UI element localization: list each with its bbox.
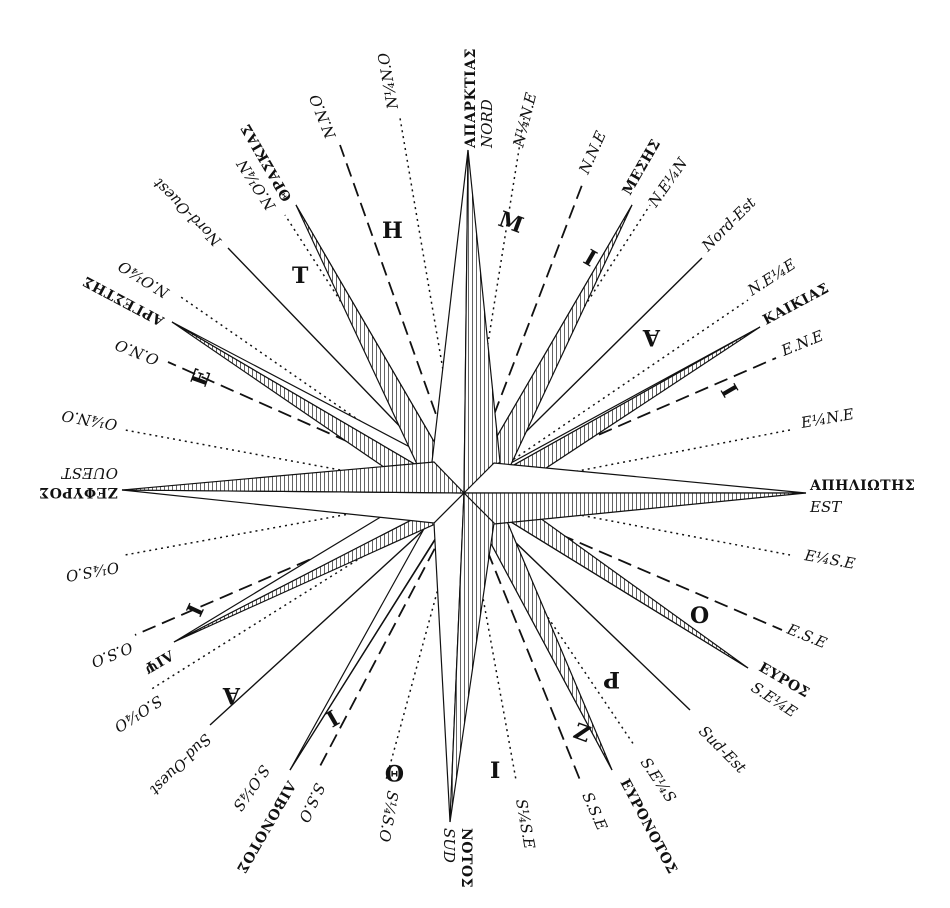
label-sso: S.S.O [295,780,329,825]
label-nne: N.N.E [575,128,610,177]
label-sud-ouest: Sud-Ouest [146,730,215,799]
letter-M: M [495,206,527,239]
label-west: OUEST [61,464,118,482]
label-n-quarter-ne: N¼N.E [509,91,540,150]
label-nord-est: Nord-Est [697,193,760,256]
label-o-quarter-so: O¼S.O [64,558,120,585]
label-e-quarter-ne: E¼N.E [799,405,856,432]
label-s-quarter-se: S¼S.E [512,798,538,851]
ray-no-quarter-o [177,294,465,494]
label-north: NORD [478,99,496,149]
label-ono: O.N.O [113,335,162,369]
letter-A-sw: A [222,682,241,708]
label-so-quarter-o: S.O¼O [111,692,166,736]
label-sse: S.S.E [578,789,611,833]
letter-T: T [292,263,309,289]
letter-I-sw: I [182,600,210,620]
label-east-greek: ΑΠΗΛΙΩΤΗΣ [809,478,915,494]
letter-O: O [690,603,709,629]
ray-nno [339,144,465,494]
label-ne-quarter-e: N.E¼E [744,255,799,300]
label-lips: ΛΙΨ [141,646,177,676]
letter-A-ne: A [642,324,661,350]
letter-E: E [186,365,216,390]
label-oso: O.S.O [89,638,136,671]
label-n-quarter-no: N¼N.O [374,51,402,111]
ray-ese [463,492,783,631]
label-s-quarter-so: S¼S.O [375,789,402,843]
letter-I-ssw: I [322,706,344,734]
label-o-quarter-no: O¼N.O [60,406,118,433]
letter-Z: Z [570,718,594,748]
ray-sud-ouest [209,492,465,726]
letter-I-s: I [490,758,500,784]
letter-P: P [603,666,620,692]
letter-theta: Θ [385,759,404,785]
cardinal-points [121,149,807,823]
label-ese: E.S.E [784,620,830,653]
label-south: SUD [440,828,458,863]
label-north-greek: ΑΠΑΡΚΤΙΑΣ [463,48,479,149]
label-west-greek: ΖΕΦΥΡΟΣ [39,484,118,500]
label-sud-est: Sud-Est [695,722,750,777]
label-east: EST [809,498,842,516]
label-so-quarter-s: S.O¼S [229,762,273,815]
label-nno: N.N.O [306,92,340,142]
label-e-quarter-se: E¼S.E [802,546,856,573]
ray-ene [463,357,777,494]
label-nord-ouest: Nord-Ouest [149,174,226,251]
ray-se-quarter-s [463,492,635,746]
label-ene: E.N.E [778,327,826,360]
letter-H: H [382,218,403,244]
label-south-greek: ΝΟΤΟΣ [458,828,474,888]
ray-oso [134,492,465,636]
secondary-points [171,204,761,771]
